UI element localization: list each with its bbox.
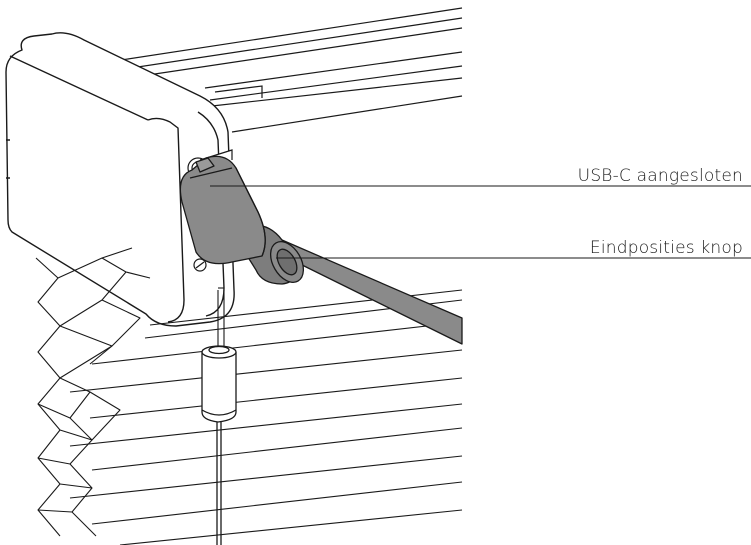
usb-c-cable: [179, 155, 463, 345]
end-position-button: [193, 258, 207, 272]
leader-lines: [210, 185, 751, 259]
pull-cord: [217, 287, 225, 348]
end-position-button-label: Eindposities knop: [590, 238, 743, 258]
cord-weight: [201, 345, 237, 545]
usb-c-label: USB-C aangesloten: [578, 166, 743, 186]
pleated-blind: [35, 247, 463, 545]
headrail: [107, 7, 463, 133]
